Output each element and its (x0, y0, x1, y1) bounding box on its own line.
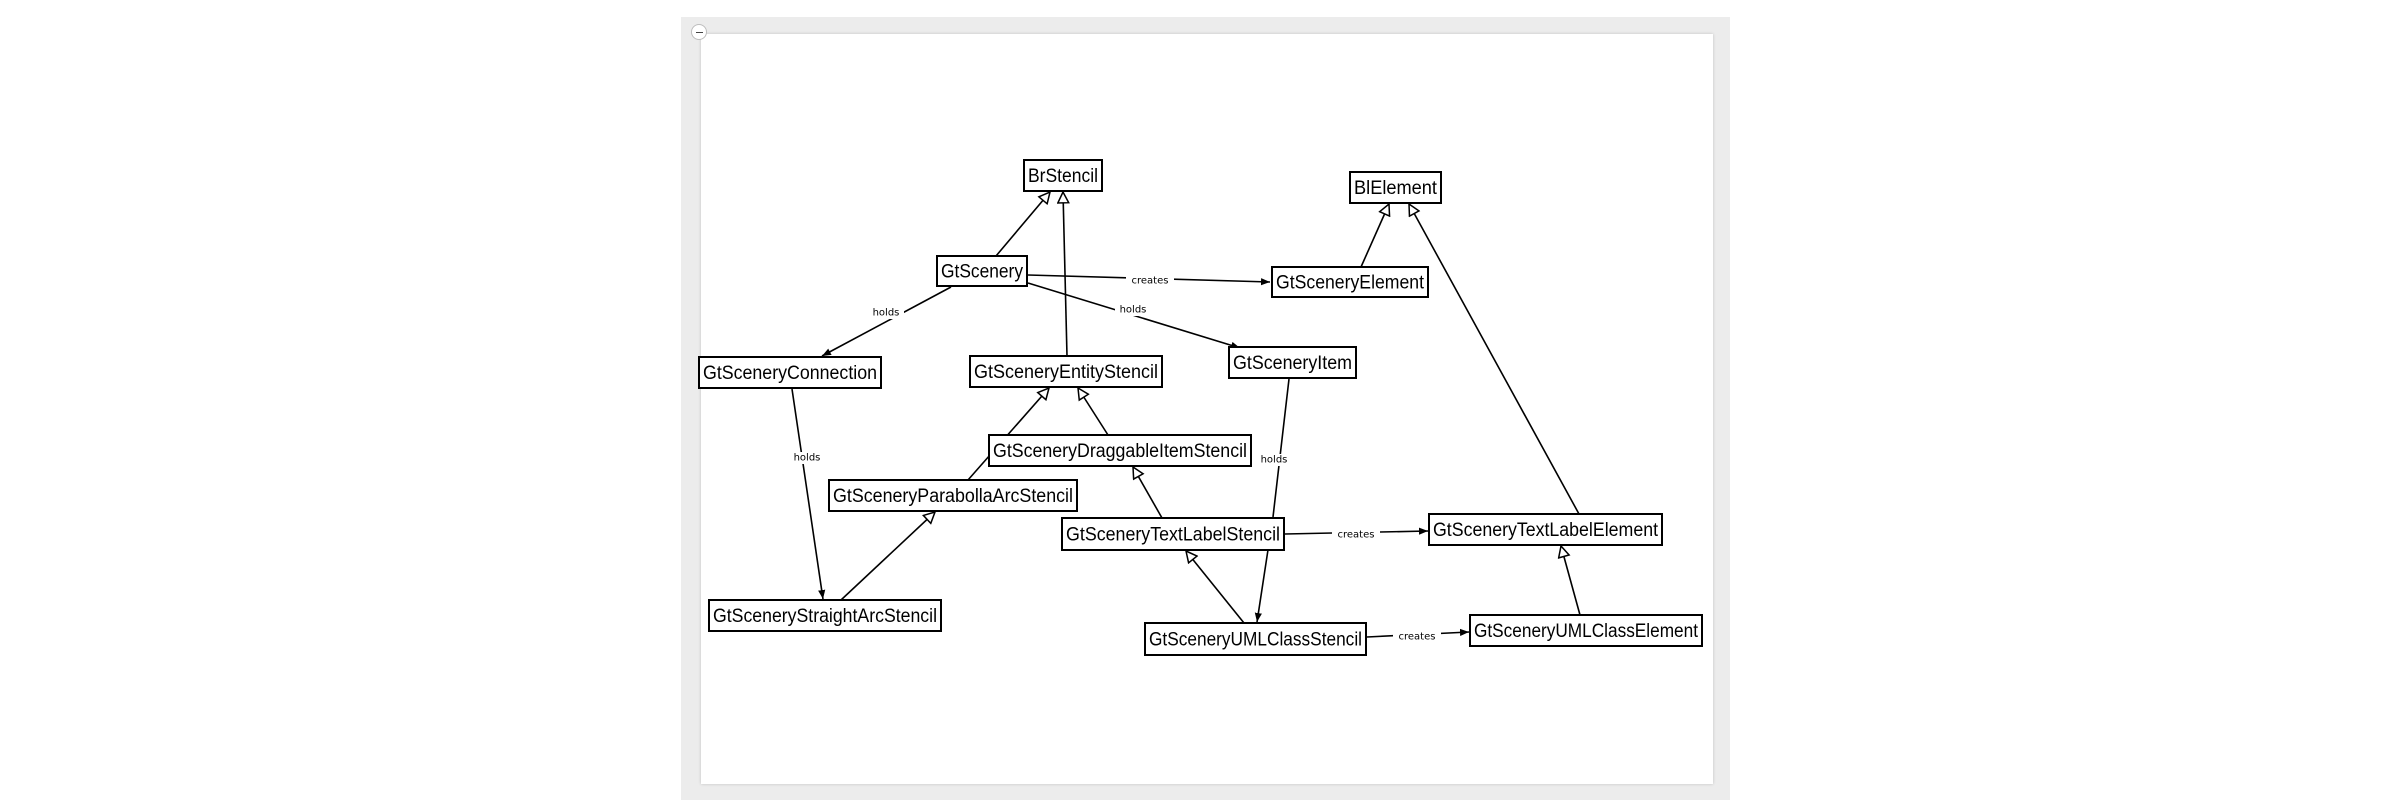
edge-label-background (1393, 631, 1441, 643)
edge-gtscenery-to-gtsceneryconnection (821, 286, 952, 357)
class-name: GtSceneryConnection (703, 363, 877, 384)
edge-label-background (1256, 454, 1292, 466)
class-name: GtSceneryElement (1276, 273, 1425, 294)
class-node-gtsceneryelement[interactable]: GtSceneryElement (1271, 266, 1429, 298)
class-node-gtsceneryumlclassstencil[interactable]: GtSceneryUMLClassStencil (1144, 622, 1367, 656)
class-box (969, 355, 1163, 388)
edge-gtscenery-to-brstencil (995, 192, 1050, 257)
diagram-canvas (701, 34, 1713, 784)
class-node-gtsceneryentitystencil[interactable]: GtSceneryEntityStencil (969, 355, 1163, 388)
edge-gtscenerystraightarcstencil-to-gtsceneryparabollaarcstencil (840, 512, 935, 601)
class-box (988, 434, 1252, 467)
class-node-brstencil[interactable]: BrStencil (1023, 159, 1103, 192)
class-name: GtSceneryParabollaArcStencil (833, 486, 1073, 507)
class-node-gtscenerystraightarcstencil[interactable]: GtSceneryStraightArcStencil (708, 599, 942, 632)
class-box (1228, 346, 1357, 379)
class-name: GtSceneryEntityStencil (974, 362, 1158, 383)
class-box (1061, 517, 1285, 551)
class-node-gtsceneryconnection[interactable]: GtSceneryConnection (698, 356, 882, 389)
class-node-gtsceneryumlclasselement[interactable]: GtSceneryUMLClassElement (1469, 614, 1703, 647)
class-node-gtscenery[interactable]: GtScenery (936, 255, 1028, 287)
class-box (1428, 513, 1663, 546)
edge-label-holds: holds (873, 308, 900, 319)
edge-gtsceneryconnection-to-gtscenerystraightarcstencil (791, 388, 826, 600)
edge-label-creates: creates (1399, 632, 1436, 643)
edge-gtsceneryelement-to-blelement (1360, 204, 1389, 268)
edge-label-background (868, 307, 904, 319)
class-name: BlElement (1354, 178, 1438, 199)
class-name: GtSceneryDraggableItemStencil (993, 441, 1247, 462)
class-name: GtSceneryUMLClassStencil (1149, 630, 1362, 651)
edge-gtscenerytextlabelelement-to-blelement (1409, 204, 1580, 515)
edge-gtsceneryumlclasselement-to-gtscenerytextlabelelement (1561, 546, 1581, 616)
class-node-gtscenerytextlabelelement[interactable]: GtSceneryTextLabelElement (1428, 513, 1663, 546)
class-node-gtscenerytextlabelstencil[interactable]: GtSceneryTextLabelStencil (1061, 517, 1285, 551)
edge-label-holds: holds (1261, 455, 1288, 466)
class-box (936, 255, 1028, 287)
class-box (1023, 159, 1103, 192)
class-box (828, 479, 1078, 512)
class-node-blelement[interactable]: BlElement (1349, 171, 1442, 204)
class-name: GtScenery (941, 262, 1023, 283)
edge-gtsceneryitem-to-gtsceneryumlclassstencil (1254, 378, 1290, 623)
edge-gtsceneryentitystencil-to-brstencil (1063, 192, 1067, 357)
class-box (1271, 266, 1429, 298)
class-name: GtSceneryTextLabelStencil (1066, 525, 1280, 546)
class-name: GtSceneryStraightArcStencil (713, 606, 937, 627)
class-box (698, 356, 882, 389)
edge-label-background (1126, 275, 1174, 287)
class-node-gtsceneryitem[interactable]: GtSceneryItem (1228, 346, 1357, 379)
edge-label-background (789, 452, 825, 464)
class-name: GtSceneryUMLClassElement (1474, 621, 1699, 642)
class-node-gtsceneryparabollaarcstencil[interactable]: GtSceneryParabollaArcStencil (828, 479, 1078, 512)
edge-gtscenerydraggableitemstencil-to-gtsceneryentitystencil (1078, 388, 1109, 436)
edge-label-creates: creates (1132, 276, 1169, 287)
edge-label-creates: creates (1338, 530, 1375, 541)
edge-label-background (1332, 529, 1380, 541)
class-box (1349, 171, 1442, 204)
class-name: GtSceneryTextLabelElement (1433, 520, 1659, 541)
edge-label-holds: holds (1120, 305, 1147, 316)
class-box (1469, 614, 1703, 647)
class-node-gtscenerydraggableitemstencil[interactable]: GtSceneryDraggableItemStencil (988, 434, 1252, 467)
class-name: GtSceneryItem (1233, 353, 1352, 374)
class-name: BrStencil (1028, 166, 1098, 187)
class-box (1144, 622, 1367, 656)
edge-gtscenerytextlabelstencil-to-gtscenerydraggableitemstencil (1133, 467, 1163, 519)
edge-label-holds: holds (794, 453, 821, 464)
edge-gtsceneryumlclassstencil-to-gtscenerytextlabelstencil (1186, 551, 1245, 624)
collapse-icon[interactable] (691, 24, 707, 40)
edge-label-background (1115, 304, 1151, 316)
class-box (708, 599, 942, 632)
